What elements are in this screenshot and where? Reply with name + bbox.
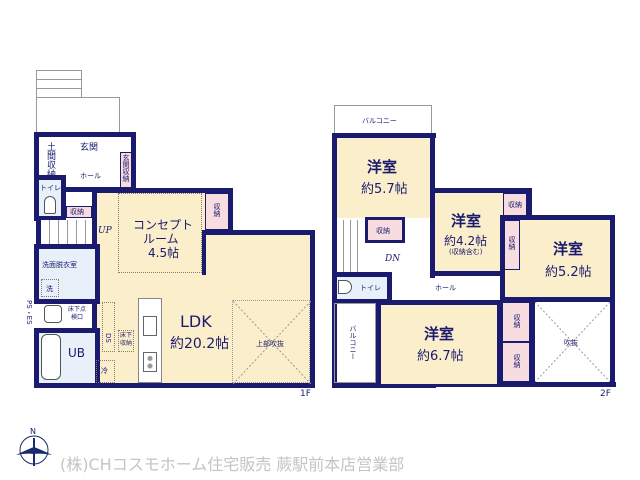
room-a-storage <box>365 217 405 243</box>
entrance-block <box>34 132 136 192</box>
wall-segment <box>202 188 232 193</box>
compass-icon <box>16 435 52 466</box>
bath-label: UB <box>68 346 86 360</box>
room-a <box>337 138 430 218</box>
compass-n-label: N <box>30 427 36 436</box>
stairs-up-label: UP <box>98 226 112 236</box>
room-d-size: 約6.7帖 <box>417 349 464 364</box>
floor-plan-1f: 土間収納 玄関 ホール 玄関収納 トイレ 収納 UP コンセプト ルーム 4.5… <box>0 0 320 400</box>
floor-2f-outer-bottom <box>334 382 616 387</box>
stairs-1f <box>36 220 92 244</box>
room-c-storage-label: 収納 <box>508 236 516 250</box>
entrance-storage <box>120 152 132 188</box>
porch <box>36 97 120 135</box>
washer-label: 洗 <box>46 285 53 293</box>
room-b-size: 約4.2帖 <box>444 234 488 248</box>
balcony-left-label: バルコニー <box>349 325 357 360</box>
toilet-icon <box>44 196 56 214</box>
stove-icon <box>143 352 157 372</box>
ds <box>102 302 115 352</box>
ldk-label: LDK <box>180 312 212 331</box>
toilet-2f-label: トイレ <box>360 284 381 292</box>
room-d <box>376 300 502 384</box>
void-above-label: 上部吹抜 <box>256 340 284 348</box>
entrance-label: 玄関 <box>80 143 99 153</box>
washroom-label: 洗面脱衣室 <box>42 261 77 269</box>
wall-segment <box>228 188 233 233</box>
balcony-left <box>334 303 376 383</box>
ps-es-label: PS・ES <box>25 300 33 325</box>
entry-steps <box>36 70 82 98</box>
floor-1f-label: 1F <box>300 389 311 399</box>
washroom <box>34 244 100 304</box>
toilet-label: トイレ <box>40 184 61 192</box>
company-name: (株)CHコスモホーム住宅販売 蕨駅前本店営業部 <box>60 455 405 474</box>
wall-segment <box>530 300 535 384</box>
room-a-name: 洋室 <box>367 158 398 176</box>
room-d-storage-2 <box>502 342 530 382</box>
ldk-right <box>203 230 315 388</box>
room-b-note: (収納含む) <box>449 248 483 256</box>
underfloor-inspection-label: 床下点検口 <box>68 306 87 321</box>
storage-label: 収納 <box>70 208 84 216</box>
room-d-name: 洋室 <box>424 325 455 343</box>
stairs-dn-label: DN <box>385 254 401 264</box>
bathtub-icon <box>41 334 61 380</box>
ldk-size: 約20.2帖 <box>170 336 230 352</box>
room-d-storage-1 <box>502 302 530 342</box>
room-b-storage-label: 収納 <box>508 201 522 209</box>
fridge-label: 冷 <box>101 367 108 375</box>
void-cross-icon <box>232 300 312 385</box>
void-2f-label: 吹抜 <box>564 339 578 347</box>
room-a-size: 約5.7帖 <box>361 182 408 197</box>
balcony-top-label: バルコニー <box>362 117 397 125</box>
fridge-space <box>96 360 115 383</box>
room-c-size: 約5.2帖 <box>545 265 592 280</box>
wall-segment <box>202 230 206 275</box>
underfloor-storage-label: 床下収納 <box>119 332 132 347</box>
stairs-2f <box>337 220 361 272</box>
storage-1f-small <box>66 206 92 218</box>
entrance-storage-label: 玄関収納 <box>122 154 130 182</box>
concept-room-line1: コンセプト <box>133 218 194 232</box>
doma-storage-label: 土間収納 <box>45 142 55 178</box>
concept-room <box>118 193 202 273</box>
toilet-2f <box>332 272 392 304</box>
ds-label: DS <box>104 333 112 343</box>
room-d-storage-2-label: 収納 <box>513 354 521 368</box>
toilet-icon <box>338 280 352 294</box>
void-above <box>232 300 312 385</box>
concept-storage-label: 収納 <box>213 203 221 217</box>
concept-storage <box>205 193 229 230</box>
floor-2f-label: 2F <box>600 389 611 399</box>
hall-label: ホール <box>80 172 101 180</box>
underfloor-storage <box>118 330 134 352</box>
room-d-storage-1-label: 収納 <box>513 314 521 328</box>
washer-space <box>41 279 59 297</box>
concept-room-size: 4.5帖 <box>148 246 180 260</box>
compass: N <box>14 427 54 468</box>
room-a-storage-label: 収納 <box>376 227 390 235</box>
room-c-name: 洋室 <box>553 240 584 258</box>
sink-icon <box>44 305 62 323</box>
room-b-name: 洋室 <box>451 212 482 230</box>
floor-plan-2f: バルコニー 洋室 約5.7帖 収納 DN 収納 洋室 約4.2帖 (収納含む) … <box>320 0 640 400</box>
concept-room-line2: ルーム <box>143 232 179 246</box>
room-c-storage <box>504 220 520 270</box>
kitchen-sink-icon <box>143 316 157 336</box>
hall-2f-label: ホール <box>435 284 456 292</box>
